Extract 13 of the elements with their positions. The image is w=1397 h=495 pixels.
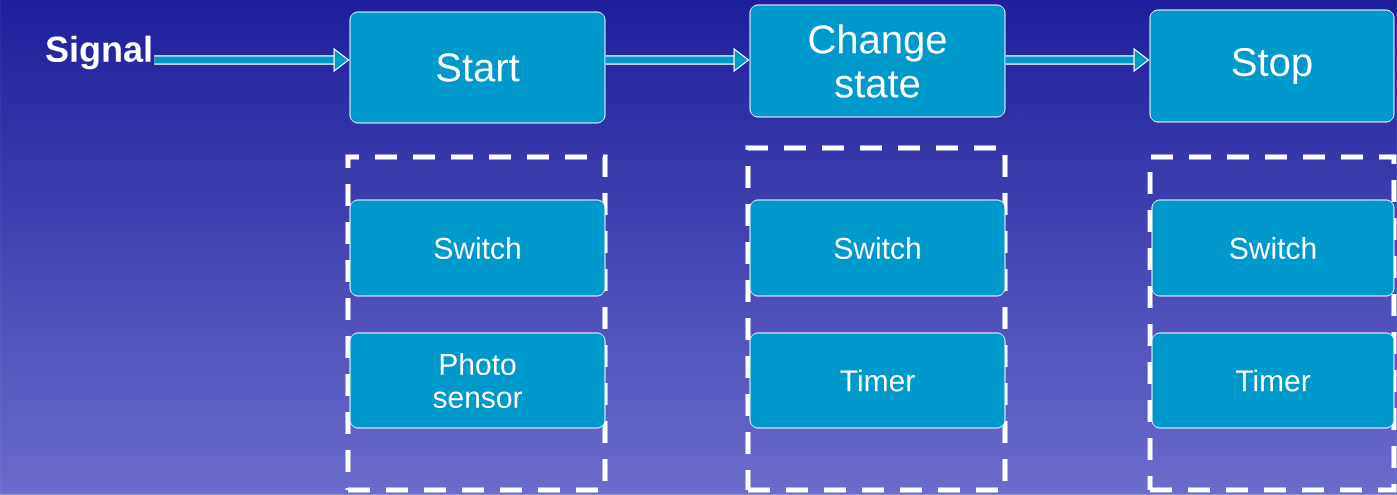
process-box: Timer bbox=[1151, 332, 1395, 429]
signal-label: Signal bbox=[46, 35, 151, 70]
dashed-group-box bbox=[345, 154, 608, 493]
process-box: Switch bbox=[349, 199, 606, 297]
process-box: Change state bbox=[749, 4, 1006, 118]
process-box: Stop bbox=[1149, 9, 1395, 123]
dashed-group-box bbox=[745, 145, 1008, 493]
process-box: Switch bbox=[749, 199, 1006, 297]
process-box: Timer bbox=[749, 332, 1006, 429]
process-box: Start bbox=[349, 11, 606, 124]
process-box: Switch bbox=[1151, 199, 1395, 297]
process-box: Photo sensor bbox=[349, 332, 606, 429]
dashed-group-box bbox=[1147, 154, 1397, 493]
